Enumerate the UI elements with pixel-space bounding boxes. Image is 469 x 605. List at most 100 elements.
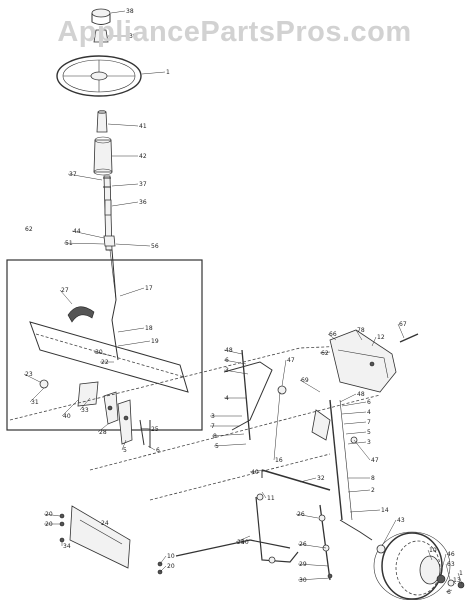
callout-label: 48 (357, 391, 365, 398)
callout-label: 67 (399, 321, 407, 328)
callout-leader (427, 549, 433, 561)
callout-leader (29, 387, 45, 403)
axle-bracket (329, 329, 419, 393)
callout-label: 25 (237, 539, 245, 546)
callout-label: 8 (213, 433, 217, 440)
callout-label: 13 (453, 577, 461, 584)
callout-label: 10 (167, 553, 175, 560)
callout-label: 56 (151, 243, 159, 250)
callout-leader (111, 183, 139, 187)
callout-label: 6 (367, 399, 371, 406)
callout-label: 5 (123, 447, 127, 454)
callout-label: 42 (139, 153, 147, 160)
callout-leader (43, 513, 61, 517)
callout-leader (239, 539, 253, 543)
callout-leader (147, 445, 156, 451)
callout-leader (249, 469, 263, 473)
callout-label: 40 (251, 469, 259, 476)
callout-leader (439, 553, 447, 577)
callout-leader (211, 433, 245, 437)
callout-leader (235, 535, 251, 543)
callout-label: 62 (321, 350, 329, 357)
callout-leader (297, 577, 331, 581)
callout-leader (67, 173, 103, 181)
callout-label: 41 (139, 123, 147, 130)
callout-leader (119, 287, 145, 297)
callout-label: 7 (367, 419, 371, 426)
callout-leader (223, 359, 247, 365)
callout-leader (345, 431, 367, 435)
callout-leader (341, 411, 367, 415)
axle-beam (311, 399, 373, 541)
callout-leader (299, 379, 321, 393)
inset-box (6, 259, 203, 431)
callout-leader (297, 543, 327, 549)
callout-leader (79, 397, 91, 411)
callout-label: 32 (317, 475, 325, 482)
callout-leader (451, 579, 457, 585)
front-wheel (373, 531, 465, 601)
callout-label: 22 (101, 359, 109, 366)
tie-rod (157, 539, 291, 575)
callout-label: 19 (151, 338, 159, 345)
inset-brackets (39, 379, 151, 448)
callout-label: 37 (69, 171, 77, 178)
callout-label: 47 (287, 357, 295, 364)
callout-label: 46 (447, 551, 455, 558)
callout-leader (297, 563, 329, 567)
callout-label: 26 (299, 541, 307, 548)
callout-leader (347, 489, 371, 493)
callout-label: 25 (151, 426, 159, 433)
callout-label: 20 (45, 511, 53, 518)
callout-leader (445, 589, 453, 593)
callout-label: 40 (63, 413, 71, 420)
callout-label: 66 (329, 331, 337, 338)
callout-label: 7 (211, 423, 215, 430)
callout-leader (61, 399, 79, 417)
callout-leader (339, 393, 357, 403)
callout-label: 30 (299, 577, 307, 584)
callout-label: 3 (211, 413, 215, 420)
callout-leader (107, 123, 139, 127)
callout-label: 62 (25, 226, 33, 233)
callout-label: 6 (447, 589, 451, 596)
steering-hub (93, 29, 109, 43)
callout-leader (63, 242, 105, 245)
callout-leader (121, 439, 127, 451)
callout-leader (23, 373, 41, 383)
callout-label: 47 (371, 457, 379, 464)
callout-leader (371, 336, 377, 347)
callout-label: 11 (267, 495, 275, 502)
callout-leader (299, 477, 317, 483)
callout-leader (457, 572, 463, 585)
callout-label: 34 (63, 543, 71, 550)
callout-leader (159, 555, 167, 565)
steering-shaft (103, 175, 119, 361)
callout-label: 28 (99, 429, 107, 436)
column-adapter (96, 110, 108, 133)
callout-label: 2 (371, 487, 375, 494)
callout-label: 39 (129, 33, 137, 40)
lower-left-bracket (59, 505, 131, 569)
callout-leader (353, 439, 371, 461)
callout-label: 1 (459, 570, 463, 577)
callout-leader (117, 340, 151, 347)
inset-frame-bar (29, 321, 189, 393)
callout-label: 30 (95, 349, 103, 356)
callout-label: 4 (225, 395, 229, 402)
callout-label: 1 (166, 69, 170, 76)
callout-leader (110, 10, 126, 14)
callout-leader (71, 230, 105, 239)
callout-leader (295, 513, 319, 519)
callout-label: 20 (167, 563, 175, 570)
callout-leader (115, 243, 151, 247)
callout-label: 8 (371, 475, 375, 482)
callout-label: 3 (225, 367, 229, 374)
callout-label: 44 (73, 228, 81, 235)
callout-label: 10 (429, 547, 437, 554)
callout-leader (117, 327, 145, 333)
callout-label: 4 (367, 409, 371, 416)
callout-label: 40 (241, 539, 249, 546)
